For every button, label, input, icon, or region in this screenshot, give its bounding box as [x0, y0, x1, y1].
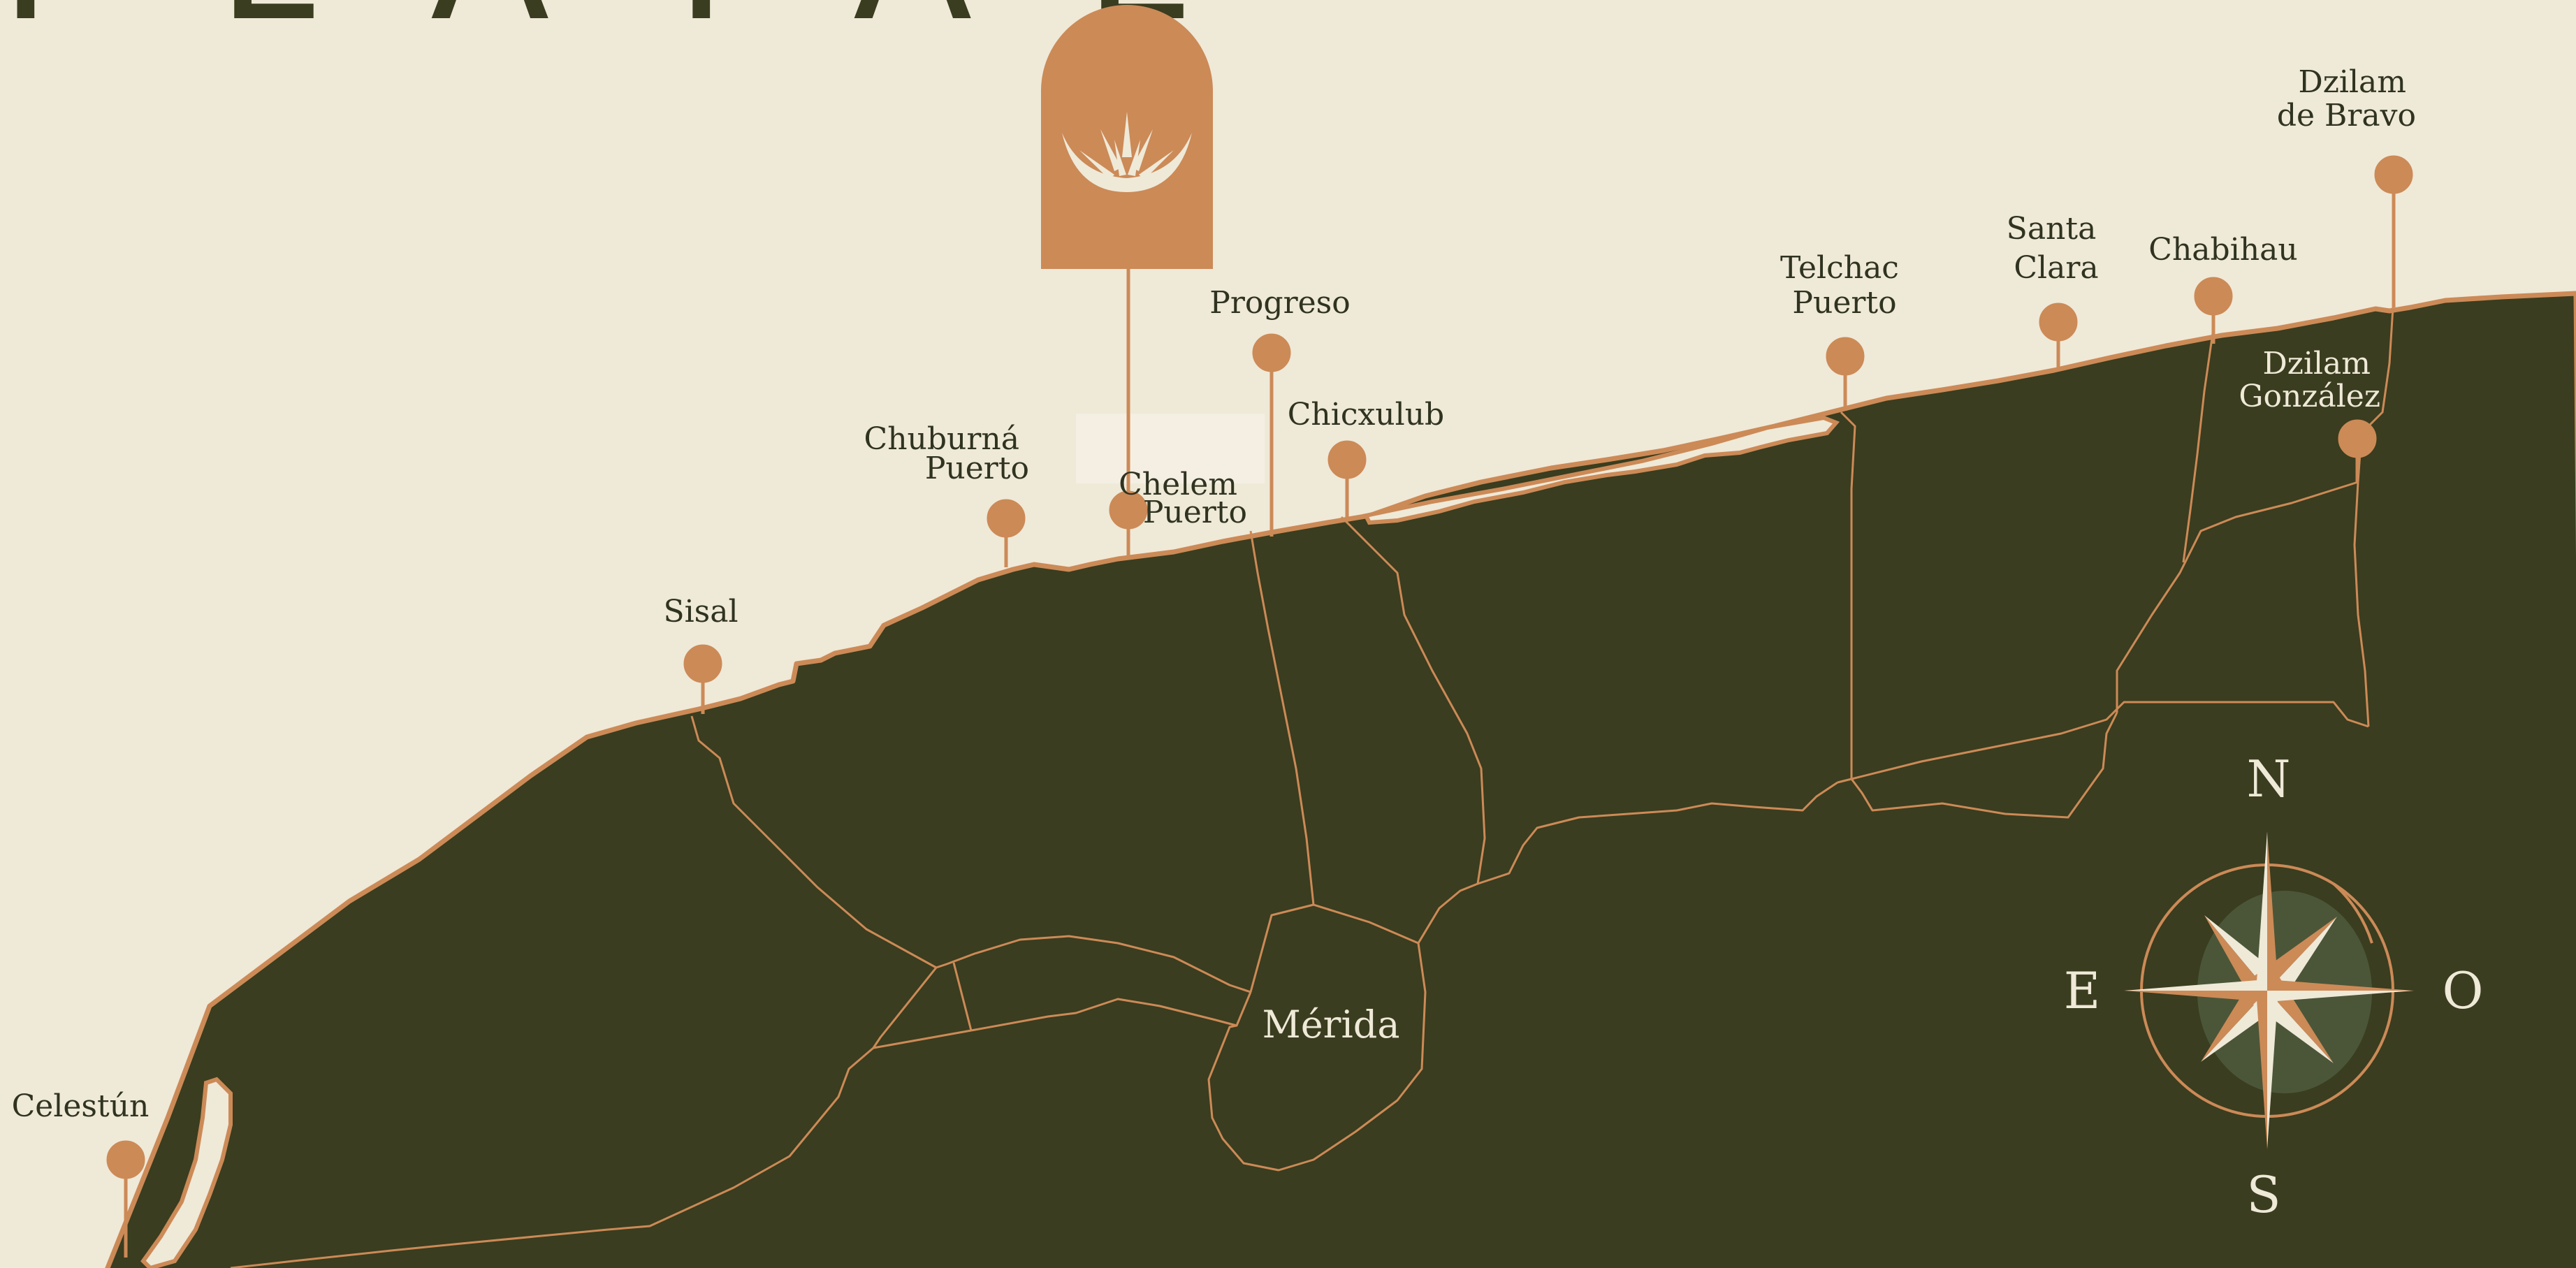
logo-marker[interactable] — [1041, 5, 1213, 513]
compass-west: O — [2442, 961, 2483, 1020]
pin-celestun[interactable] — [106, 1140, 145, 1258]
label-chelem: Chelem Puerto — [1119, 467, 1247, 530]
highlight-area — [1076, 414, 1265, 483]
compass-south: S — [2246, 1165, 2280, 1224]
road-network — [230, 307, 2394, 1268]
label-dzilam-bravo: Dzilam de Bravo — [2277, 64, 2416, 133]
pin-chabihau[interactable] — [2194, 277, 2233, 344]
label-progreso: Progreso — [1209, 285, 1350, 321]
label-chicxulub: Chicxulub — [1288, 397, 1444, 432]
label-santa-clara: Santa Clara — [2007, 211, 2106, 286]
pin-dzilam-bravo[interactable] — [2374, 155, 2413, 307]
pin-dzilam-gonzalez[interactable] — [2338, 419, 2377, 482]
pin-telchac[interactable] — [1826, 337, 1865, 411]
coastal-lagoon — [1362, 415, 1840, 525]
compass-rose: N S E O — [2064, 750, 2484, 1224]
compass-cardinals — [2124, 831, 2414, 1149]
label-sisal: Sisal — [663, 594, 738, 629]
pin-santa-clara[interactable] — [2039, 303, 2078, 369]
label-dzilam-gonzalez: Dzilam González — [2239, 346, 2380, 414]
label-celestun: Celestún — [12, 1088, 150, 1124]
label-telchac: Telchac Puerto — [1780, 250, 1909, 321]
label-chuburna: Chuburná Puerto — [864, 421, 1029, 486]
place-labels: Celestún Sisal Chuburná Puerto Chelem Pu… — [12, 64, 2416, 1124]
celestun-lagoon — [140, 1077, 233, 1268]
pin-progreso[interactable] — [1252, 333, 1291, 537]
location-pins — [106, 155, 2413, 1258]
map-title: PLAYAE — [0, 0, 1307, 59]
agave-icon — [1062, 112, 1192, 192]
pin-sisal[interactable] — [683, 644, 722, 714]
compass-east: E — [2064, 961, 2101, 1020]
label-merida: Mérida — [1262, 1003, 1399, 1047]
pin-chicxulub[interactable] — [1327, 440, 1367, 518]
pin-chuburna[interactable] — [987, 499, 1026, 567]
land-mass — [105, 291, 2576, 1268]
label-chabihau: Chabihau — [2148, 232, 2297, 268]
compass-north: N — [2247, 750, 2291, 808]
